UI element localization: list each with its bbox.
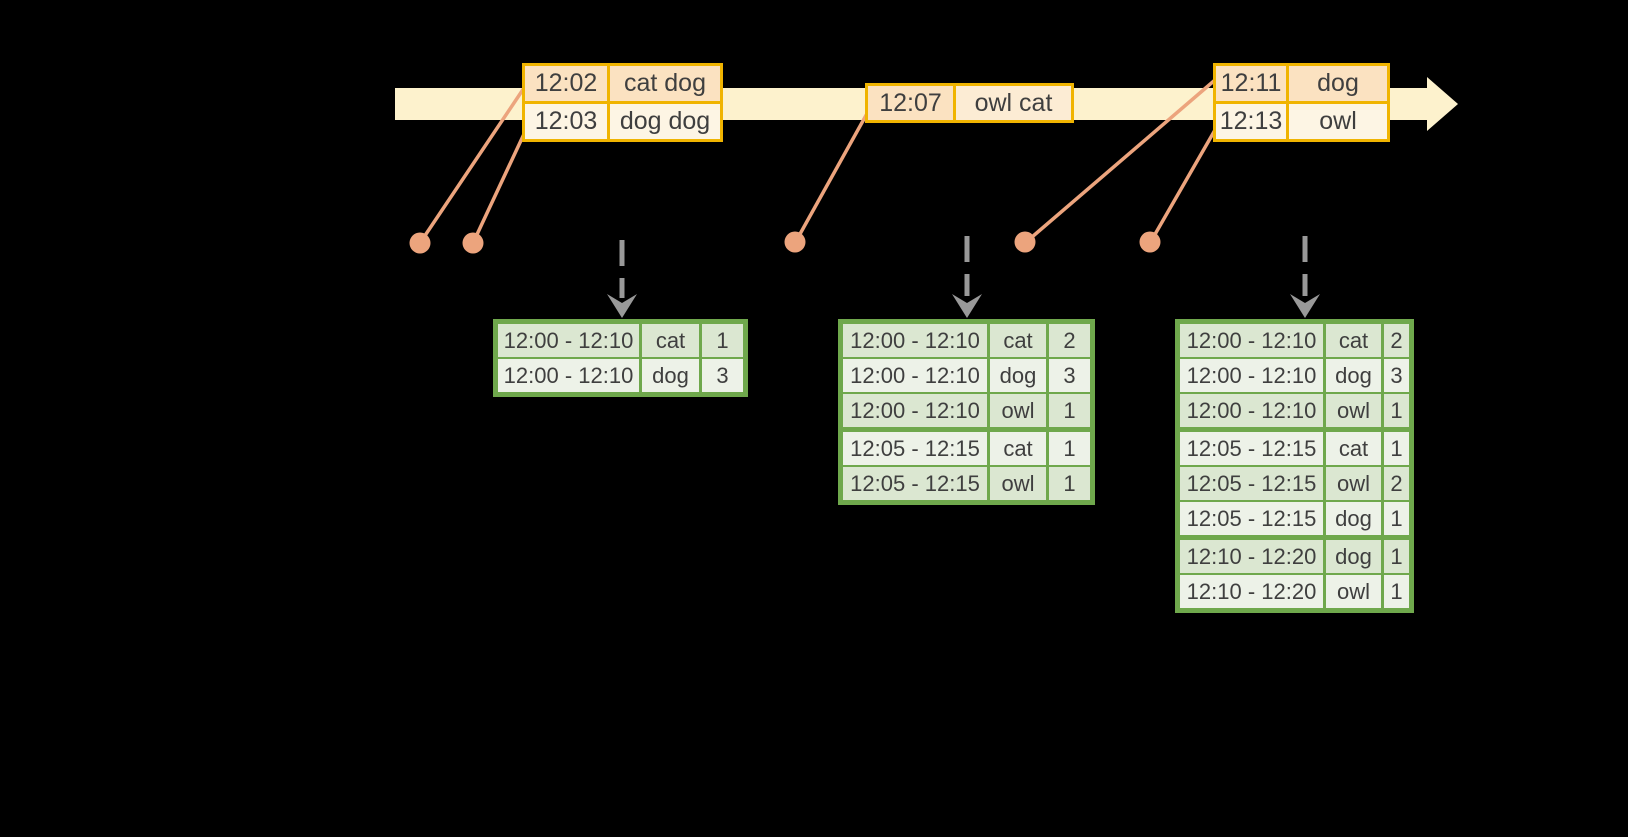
table-row: 12:00 - 12:10 owl 1 [1180, 394, 1409, 427]
count-cell: 2 [1049, 324, 1090, 357]
windowed-counts-table-2: 12:00 - 12:10 cat 2 12:00 - 12:10 dog 3 … [838, 319, 1095, 505]
table-row: 12:10 - 12:20 owl 1 [1180, 575, 1409, 608]
event-connector-lines [418, 78, 1217, 245]
window-cell: 12:05 - 12:15 [1180, 502, 1323, 535]
window-cell: 12:00 - 12:10 [1180, 359, 1323, 392]
word-cell: owl [1326, 467, 1381, 500]
count-cell: 1 [1049, 394, 1090, 427]
windowed-counts-table-3: 12:00 - 12:10 cat 2 12:00 - 12:10 dog 3 … [1175, 319, 1414, 613]
event-connector-line-1 [418, 87, 526, 244]
event-time-cell: 12:03 [525, 104, 607, 139]
window-cell: 12:05 - 12:15 [1180, 432, 1323, 465]
count-cell: 1 [1384, 502, 1409, 535]
count-cell: 1 [1384, 575, 1409, 608]
event-words-cell: owl [1289, 104, 1387, 139]
event-words-cell: dog dog [610, 104, 720, 139]
event-connector-line-5 [1148, 129, 1217, 244]
input-events-table-1: 12:02 cat dog 12:03 dog dog [522, 63, 723, 142]
count-cell: 1 [1049, 432, 1090, 465]
window-cell: 12:00 - 12:10 [498, 324, 639, 357]
count-cell: 1 [1049, 467, 1090, 500]
event-connector-line-2 [471, 133, 526, 244]
timeline-arrowhead-icon [1427, 77, 1458, 131]
event-dots [409, 231, 1161, 254]
event-dot-4 [1014, 231, 1036, 253]
trigger-arrowhead-icon-2 [952, 294, 982, 318]
event-time-cell: 12:02 [525, 66, 607, 101]
table-row: 12:00 - 12:10 dog 3 [498, 359, 743, 392]
table-row: 12:00 - 12:10 cat 2 [843, 324, 1090, 357]
trigger-arrowhead-icon-1 [607, 294, 637, 318]
word-cell: cat [642, 324, 699, 357]
window-cell: 12:00 - 12:10 [1180, 324, 1323, 357]
event-dot-1 [409, 232, 431, 254]
window-cell: 12:05 - 12:15 [843, 432, 987, 465]
windowed-counts-table-1: 12:00 - 12:10 cat 1 12:00 - 12:10 dog 3 [493, 319, 748, 397]
window-cell: 12:00 - 12:10 [498, 359, 639, 392]
window-cell: 12:05 - 12:15 [843, 467, 987, 500]
table-row: 12:00 - 12:10 dog 3 [843, 359, 1090, 392]
count-cell: 2 [1384, 324, 1409, 357]
table-row: 12:05 - 12:15 owl 2 [1180, 467, 1409, 500]
event-words-cell: owl cat [956, 86, 1071, 120]
word-cell: dog [990, 359, 1046, 392]
word-cell: owl [990, 394, 1046, 427]
word-cell: owl [990, 467, 1046, 500]
table-row: 12:05 - 12:15 owl 1 [843, 467, 1090, 500]
window-cell: 12:00 - 12:10 [843, 359, 987, 392]
event-words-cell: dog [1289, 66, 1387, 101]
count-cell: 2 [1384, 467, 1409, 500]
window-cell: 12:10 - 12:20 [1180, 575, 1323, 608]
word-cell: dog [1326, 502, 1381, 535]
event-time-cell: 12:11 [1216, 66, 1286, 101]
trigger-arrow-lines [619, 236, 1308, 298]
event-dot-3 [784, 231, 806, 253]
event-dot-5 [1139, 231, 1161, 253]
table-row: 12:00 - 12:10 cat 2 [1180, 324, 1409, 357]
event-time-cell: 12:13 [1216, 104, 1286, 139]
window-cell: 12:00 - 12:10 [843, 394, 987, 427]
count-cell: 1 [1384, 540, 1409, 573]
table-row: 12:00 - 12:10 cat 1 [498, 324, 743, 357]
event-dot-2 [462, 232, 484, 254]
event-connector-line-3 [793, 109, 871, 244]
count-cell: 1 [702, 324, 743, 357]
word-cell: owl [1326, 575, 1381, 608]
word-cell: dog [642, 359, 699, 392]
window-cell: 12:00 - 12:10 [843, 324, 987, 357]
word-cell: dog [1326, 359, 1381, 392]
trigger-arrowhead-icon-3 [1290, 294, 1320, 318]
event-connector-line-4 [1023, 78, 1217, 245]
window-cell: 12:05 - 12:15 [1180, 467, 1323, 500]
table-row: 12:10 - 12:20 dog 1 [1180, 540, 1409, 573]
word-cell: dog [1326, 540, 1381, 573]
word-cell: cat [1326, 324, 1381, 357]
word-cell: cat [1326, 432, 1381, 465]
input-events-table-3: 12:11 dog 12:13 owl [1213, 63, 1390, 142]
word-cell: cat [990, 324, 1046, 357]
table-row: 12:05 - 12:15 cat 1 [1180, 432, 1409, 465]
event-time-cell: 12:07 [868, 86, 953, 120]
table-row: 12:05 - 12:15 cat 1 [843, 432, 1090, 465]
count-cell: 3 [1049, 359, 1090, 392]
count-cell: 1 [1384, 394, 1409, 427]
input-events-table-2: 12:07 owl cat [865, 83, 1074, 123]
count-cell: 3 [702, 359, 743, 392]
trigger-arrowheads [607, 294, 1320, 318]
count-cell: 3 [1384, 359, 1409, 392]
table-row: 12:00 - 12:10 dog 3 [1180, 359, 1409, 392]
window-cell: 12:10 - 12:20 [1180, 540, 1323, 573]
word-cell: cat [990, 432, 1046, 465]
table-row: 12:00 - 12:10 owl 1 [843, 394, 1090, 427]
word-cell: owl [1326, 394, 1381, 427]
count-cell: 1 [1384, 432, 1409, 465]
event-words-cell: cat dog [610, 66, 720, 101]
window-cell: 12:00 - 12:10 [1180, 394, 1323, 427]
table-row: 12:05 - 12:15 dog 1 [1180, 502, 1409, 535]
